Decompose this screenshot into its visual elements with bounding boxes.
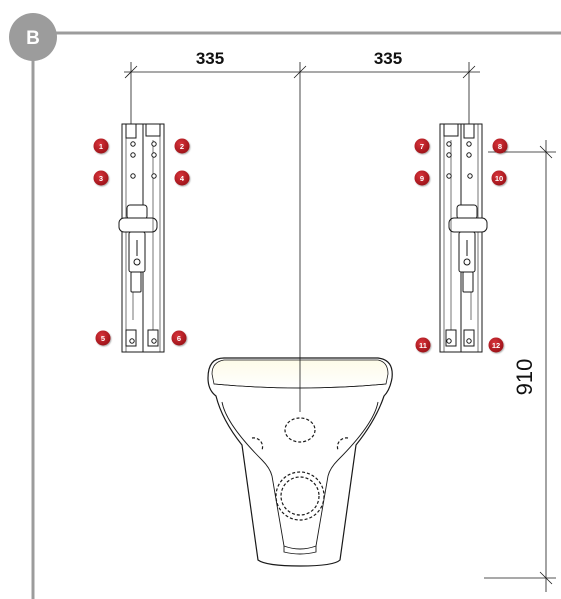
- badge-2: 2: [174, 138, 190, 154]
- left-spacing-label: 335: [196, 49, 224, 68]
- badge-7: 7: [414, 138, 430, 154]
- badge-label: 6: [177, 334, 181, 343]
- urinal-bowl: [207, 357, 393, 567]
- badge-label: 9: [420, 174, 424, 183]
- badge-1: 1: [93, 138, 109, 154]
- section-label: B: [26, 28, 40, 49]
- top-dimension: [124, 62, 480, 410]
- badge-label: 11: [419, 341, 427, 350]
- badge-label: 7: [420, 142, 424, 151]
- badge-label: 10: [495, 174, 503, 183]
- right-spacing-label: 335: [374, 49, 402, 68]
- height-label: 910: [512, 359, 537, 396]
- section-badge: [9, 13, 57, 61]
- badge-5: 5: [95, 330, 111, 346]
- badge-label: 3: [99, 174, 103, 183]
- badge-label: 12: [492, 341, 500, 350]
- badge-11: 11: [415, 337, 431, 353]
- badge-4: 4: [174, 170, 190, 186]
- left-mounting-rail: [118, 123, 165, 353]
- badge-label: 8: [498, 142, 502, 151]
- badge-12: 12: [488, 337, 504, 353]
- badge-8: 8: [492, 138, 508, 154]
- badge-6: 6: [171, 330, 187, 346]
- badge-10: 10: [491, 170, 507, 186]
- badge-label: 4: [180, 174, 185, 183]
- badge-3: 3: [93, 170, 109, 186]
- section-frame: B: [9, 13, 561, 599]
- badge-label: 1: [99, 142, 103, 151]
- badge-9: 9: [414, 170, 430, 186]
- right-mounting-rail: [439, 123, 488, 353]
- badge-label: 2: [180, 142, 184, 151]
- badge-label: 5: [101, 334, 105, 343]
